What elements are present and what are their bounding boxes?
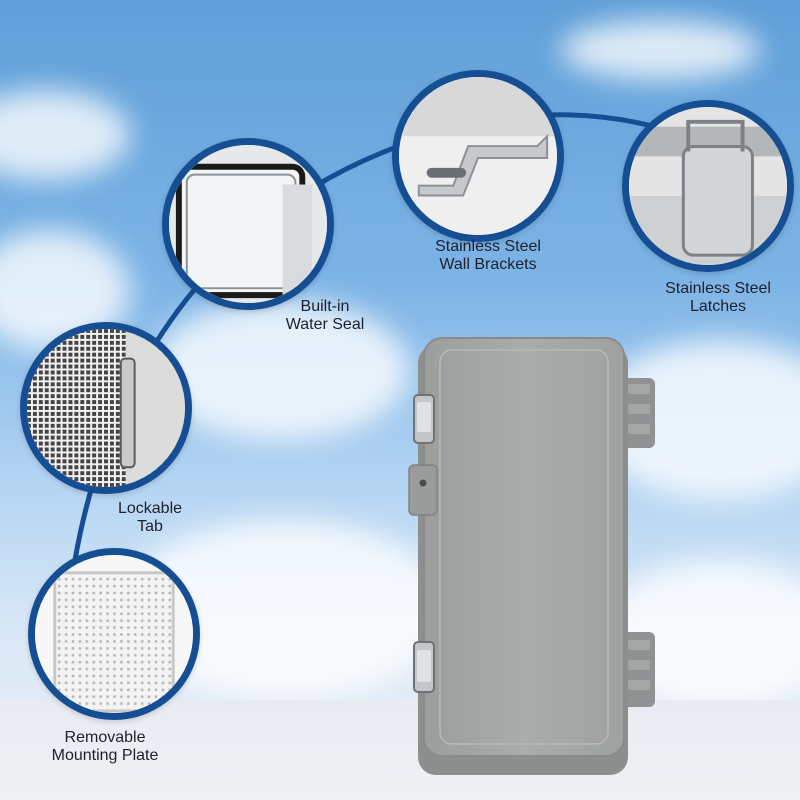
wall-brackets-callout [392, 70, 564, 242]
cloud [0, 90, 130, 180]
label-mounting-plate: Removable Mounting Plate [51, 729, 159, 764]
water-seal-closeup [169, 145, 327, 303]
label-wall-brackets: Stainless Steel Wall Brackets [435, 238, 541, 273]
water-seal-callout [162, 138, 334, 310]
label-latches: Stainless Steel Latches [665, 280, 771, 315]
cloud [560, 20, 760, 80]
cloud [150, 300, 410, 440]
lockable-tab-callout [20, 322, 192, 494]
enclosure-lid [423, 337, 625, 757]
lockable-tab [408, 464, 438, 516]
latch-top [413, 394, 435, 444]
latch-bottom [413, 641, 435, 693]
mounting-plate-closeup [35, 555, 193, 713]
label-lockable-tab: Lockable Tab [117, 500, 183, 535]
label-water-seal: Built-in Water Seal [285, 298, 365, 333]
lockable-tab-closeup [27, 329, 185, 487]
latches-callout [622, 100, 794, 272]
mounting-plate-callout [28, 548, 200, 720]
wall-bracket-closeup [399, 77, 557, 235]
